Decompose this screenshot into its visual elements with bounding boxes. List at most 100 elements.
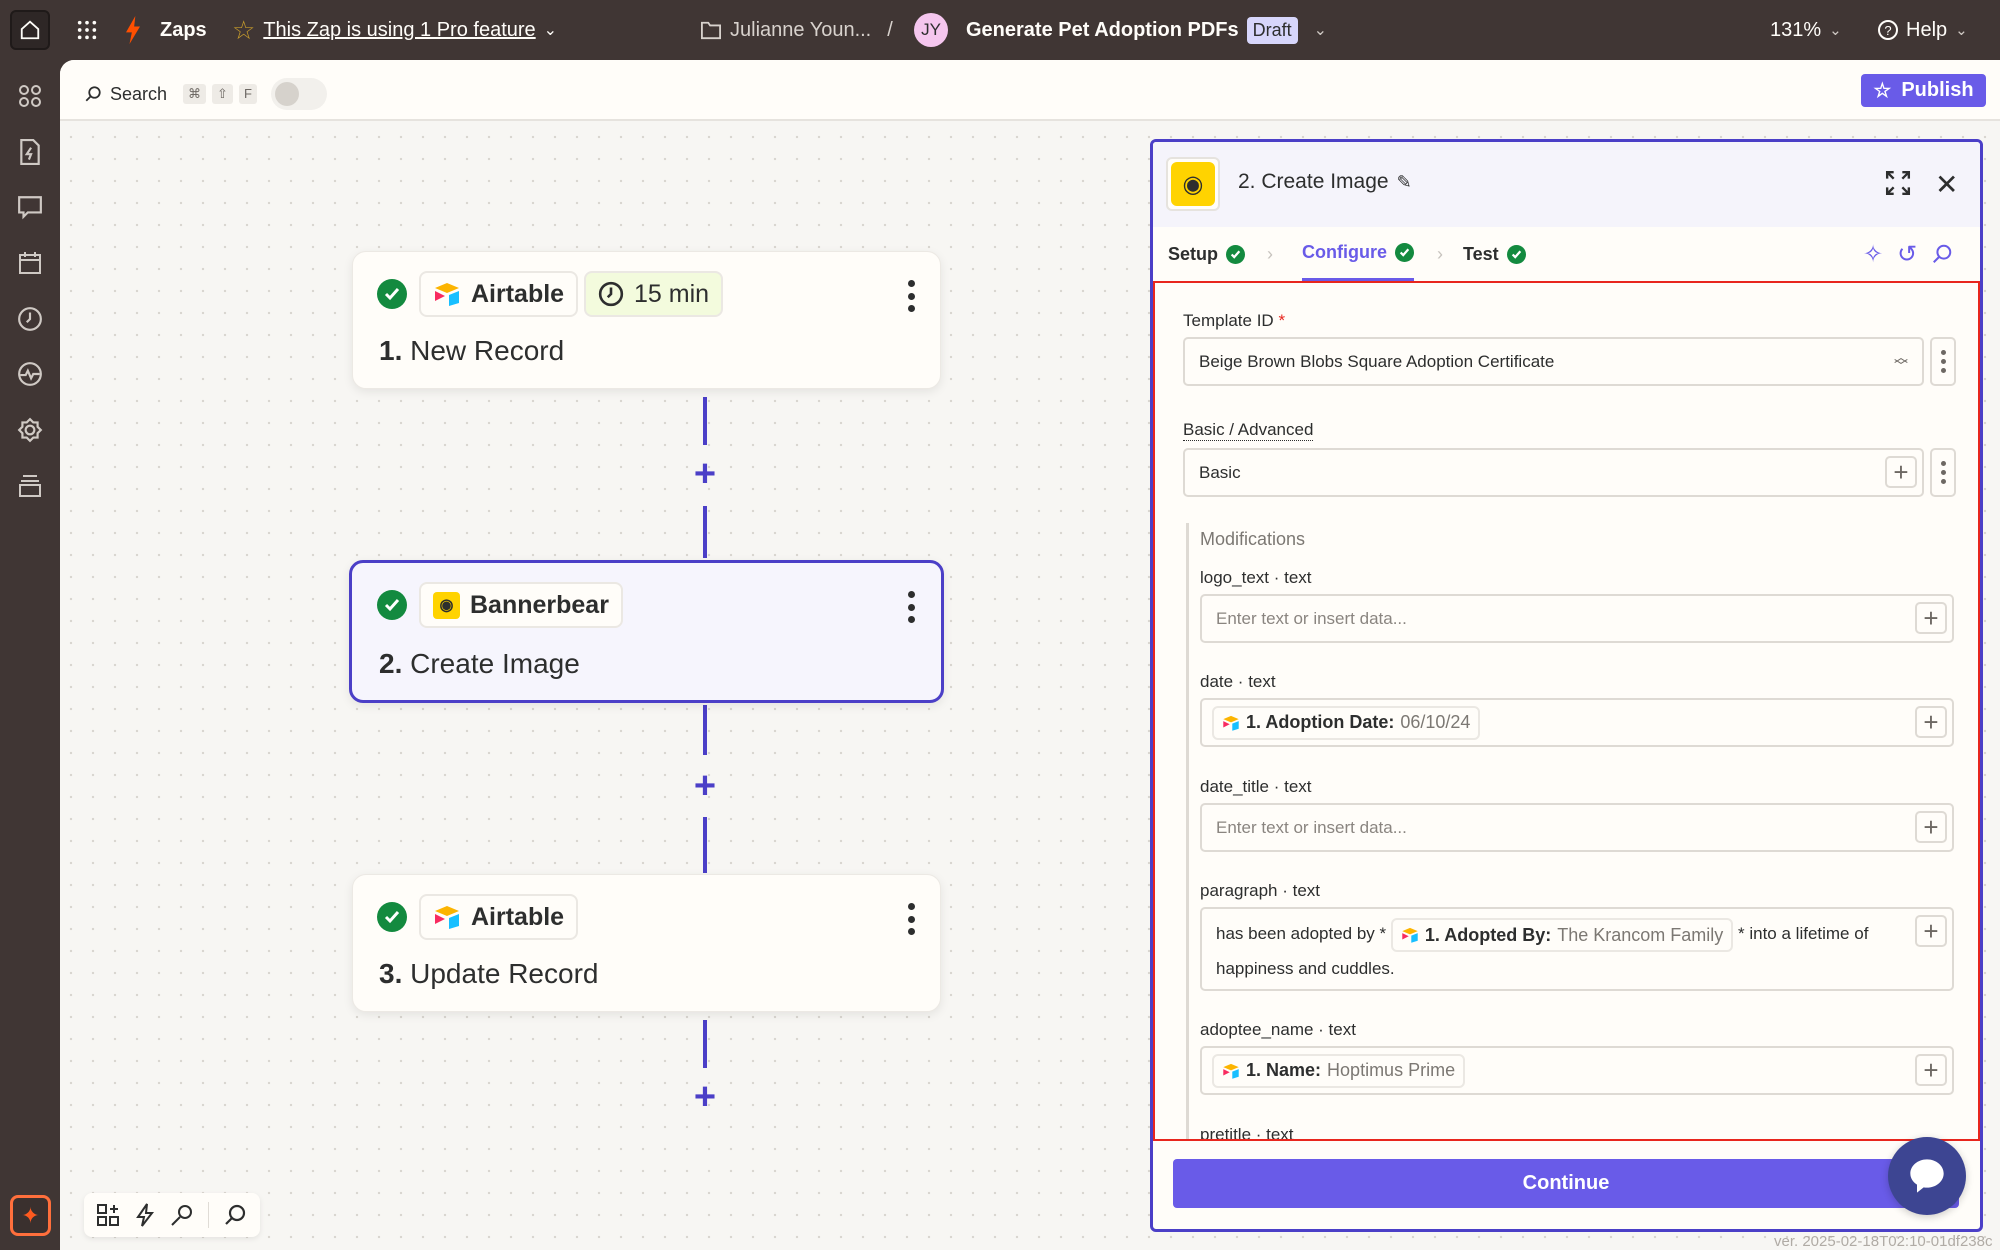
zap-icon[interactable] <box>134 1203 156 1227</box>
star-icon: ☆ <box>232 14 256 45</box>
field-label: date_title · text <box>1200 777 1312 796</box>
insert-data-button[interactable]: + <box>1915 602 1947 634</box>
search-icon[interactable] <box>223 1203 247 1227</box>
tab-setup[interactable]: Setup <box>1168 227 1246 281</box>
data-pill[interactable]: 1. Name:Hoptimus Prime <box>1212 1053 1466 1088</box>
pro-feature-link[interactable]: ☆This Zap is using 1 Pro feature⌄ <box>232 0 557 60</box>
search-button[interactable]: Search ⌘ ⇧ F <box>84 78 327 110</box>
success-check-icon <box>1395 243 1414 262</box>
paragraph-input[interactable]: has been adopted by * 1. Adopted By:The … <box>1200 907 1954 991</box>
version-label: ver. 2025-02-18T02:10-01df238c <box>1774 1233 1993 1250</box>
configure-form: Template ID * Beige Brown Blobs Square A… <box>1153 281 1980 1141</box>
basic-advanced-label[interactable]: Basic / Advanced <box>1183 420 1314 441</box>
search-icon[interactable] <box>1931 243 1953 265</box>
close-icon[interactable]: ✕ <box>1935 169 1959 200</box>
field-menu-button[interactable] <box>1930 448 1956 497</box>
airtable-icon <box>1402 927 1418 943</box>
chat-icon[interactable] <box>14 191 46 223</box>
insert-data-button[interactable]: + <box>1915 1054 1947 1086</box>
add-step-button[interactable]: + <box>693 1076 717 1118</box>
top-bar: Zaps ☆This Zap is using 1 Pro feature⌄ J… <box>0 0 2000 60</box>
toggle-switch[interactable] <box>270 78 327 110</box>
app-pill: ◉Bannerbear <box>419 582 623 628</box>
publish-label: Publish <box>1901 79 1974 101</box>
field-label: logo_text · text <box>1200 568 1312 587</box>
insert-data-button[interactable]: + <box>1885 456 1917 488</box>
field-label: pretitle · text <box>1200 1125 1294 1141</box>
tab-configure[interactable]: Configure <box>1302 227 1414 281</box>
zaps-link[interactable]: Zaps <box>122 0 207 60</box>
node-menu-button[interactable] <box>901 276 921 316</box>
wrench-search-icon[interactable] <box>170 1203 194 1227</box>
step-title: 1. New Record <box>379 335 565 366</box>
add-step-button[interactable]: + <box>693 765 717 807</box>
calendar-icon[interactable] <box>14 247 46 279</box>
home-button[interactable] <box>10 10 50 50</box>
date-input[interactable]: 1. Adoption Date:06/10/24 + <box>1200 698 1954 747</box>
chevron-down-icon: ⌄ <box>1829 22 1842 39</box>
step-title: 3. Update Record <box>379 958 599 989</box>
undo-icon[interactable]: ↺ <box>1897 240 1918 268</box>
apps-icon[interactable] <box>14 80 46 112</box>
logo-text-input[interactable]: Enter text or insert data...+ <box>1200 594 1954 643</box>
zap-title[interactable]: Generate Pet Adoption PDFs <box>966 18 1239 41</box>
folder-breadcrumb[interactable]: Julianne Youn.../ <box>700 0 893 60</box>
copilot-button[interactable]: ✦ <box>10 1195 51 1236</box>
settings-icon[interactable] <box>14 414 46 446</box>
add-step-button[interactable]: + <box>693 453 717 495</box>
insert-data-button[interactable]: + <box>1915 811 1947 843</box>
chat-bubble-icon <box>1910 1159 1944 1193</box>
tab-test[interactable]: Test <box>1463 227 1526 281</box>
airtable-icon <box>435 283 459 306</box>
publish-button[interactable]: ☆Publish <box>1861 74 1986 107</box>
field-menu-button[interactable] <box>1930 337 1956 386</box>
adoptee-name-input[interactable]: 1. Name:Hoptimus Prime + <box>1200 1046 1954 1095</box>
edit-pencil-icon[interactable]: ✎ <box>1396 171 1412 192</box>
shortcut-key: ⌘ <box>183 84 207 104</box>
avatar: JY <box>914 13 948 47</box>
activity-icon[interactable] <box>14 358 46 390</box>
step-panel: ◉ 2. Create Image✎ ✕ Setup › Configure ›… <box>1150 139 1983 1232</box>
insert-data-button[interactable]: + <box>1915 915 1947 947</box>
date-title-input[interactable]: Enter text or insert data...+ <box>1200 803 1954 852</box>
chat-support-button[interactable] <box>1888 1137 1966 1215</box>
node-menu-button[interactable] <box>901 587 921 627</box>
archive-icon[interactable] <box>14 470 46 502</box>
zap-file-icon[interactable] <box>14 136 46 168</box>
select-updown-icon: ︿﹀ <box>1894 348 1908 374</box>
app-pill: Airtable <box>419 271 579 317</box>
template-id-select[interactable]: Beige Brown Blobs Square Adoption Certif… <box>1183 337 1924 386</box>
field-label: date · text <box>1200 672 1276 691</box>
connector-line <box>703 705 707 755</box>
help-icon: ? <box>1878 20 1898 40</box>
history-icon[interactable] <box>14 303 46 335</box>
continue-button[interactable]: Continue <box>1173 1159 1959 1208</box>
step-node-1[interactable]: Airtable 15 min 1. New Record <box>352 251 941 389</box>
add-apps-icon[interactable] <box>96 1203 120 1227</box>
chevron-down-icon: ⌄ <box>1955 22 1968 39</box>
success-check-icon <box>377 902 407 932</box>
data-pill[interactable]: 1. Adoption Date:06/10/24 <box>1212 705 1481 740</box>
basic-advanced-field[interactable]: Basic+ <box>1183 448 1924 497</box>
ai-sparkle-icon[interactable]: ✧ <box>1863 240 1884 268</box>
folder-icon <box>701 21 721 40</box>
data-pill[interactable]: 1. Adopted By:The Krancom Family <box>1390 917 1734 952</box>
step-node-3[interactable]: Airtable 3. Update Record <box>352 874 941 1012</box>
help-dropdown[interactable]: ? Help ⌄ <box>1878 0 1968 60</box>
help-label: Help <box>1906 18 1948 41</box>
schedule-badge: 15 min <box>584 271 724 317</box>
node-menu-button[interactable] <box>901 899 921 939</box>
chevron-down-icon: ⌄ <box>543 22 558 39</box>
zap-logo-icon <box>126 16 140 44</box>
insert-data-button[interactable]: + <box>1915 706 1947 738</box>
step-node-2[interactable]: ◉Bannerbear 2. Create Image <box>349 560 944 703</box>
search-icon <box>85 86 101 102</box>
apps-grid-button[interactable] <box>76 0 98 60</box>
bottom-toolbar <box>84 1193 260 1237</box>
shortcut-key: F <box>238 84 257 104</box>
airtable-icon <box>1223 1063 1239 1079</box>
chevron-right-icon: › <box>1267 243 1273 264</box>
zoom-dropdown[interactable]: 131%⌄ <box>1770 0 1842 60</box>
expand-icon[interactable] <box>1885 170 1911 196</box>
chevron-down-icon[interactable]: ⌄ <box>1313 22 1328 39</box>
